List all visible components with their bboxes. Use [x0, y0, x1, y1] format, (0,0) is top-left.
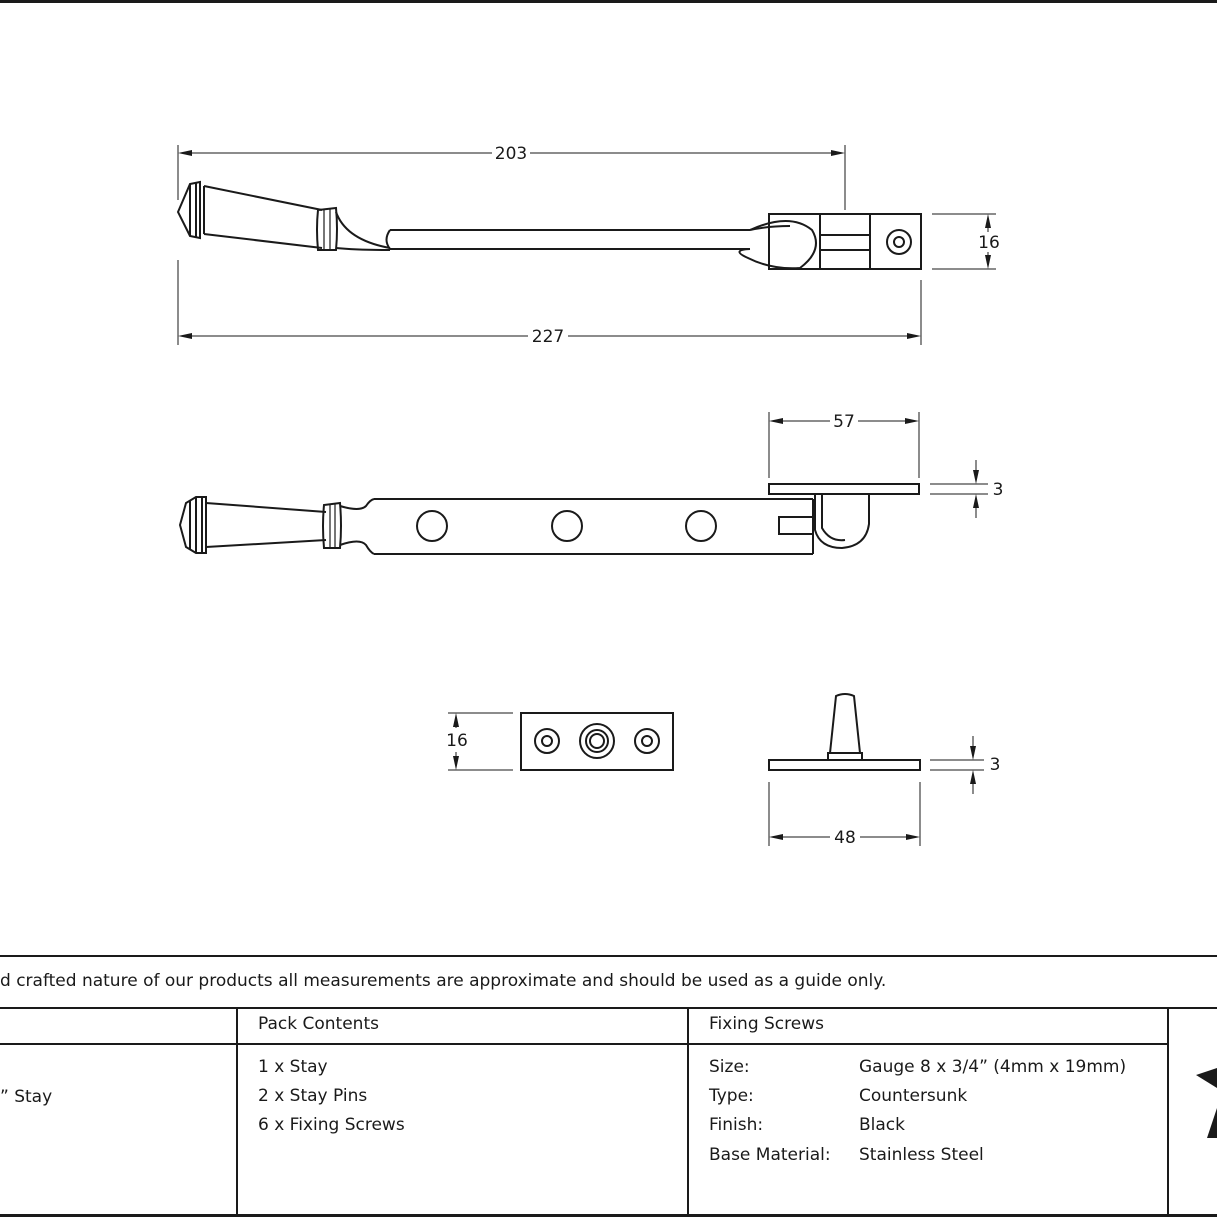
fixing-screws-header: Fixing Screws [709, 1014, 824, 1034]
dim-57-label: 57 [833, 412, 855, 432]
screw-finish-value: Black [859, 1115, 905, 1135]
table-col-divider-2 [687, 1008, 689, 1215]
table-col-divider-1 [236, 1008, 238, 1215]
screw-size-label: Size: [709, 1057, 750, 1077]
screw-material-value: Stainless Steel [859, 1145, 984, 1165]
dim-3-label-side: 3 [993, 480, 1004, 500]
pack-contents-item-2: 2 x Stay Pins [258, 1086, 368, 1106]
table-bottom-rule [0, 1214, 1217, 1217]
dim-16-label: 16 [978, 233, 1000, 253]
pack-contents-item-3: 6 x Fixing Screws [258, 1115, 405, 1135]
col1-product-text: ” Stay [0, 1087, 53, 1107]
pack-contents-header: Pack Contents [258, 1014, 379, 1034]
brand-logo-fragment [1196, 1068, 1217, 1138]
stay-side-view: 57 3 [178, 412, 1004, 555]
screw-size-value: Gauge 8 x 3/4” (4mm x 19mm) [859, 1057, 1127, 1077]
screw-material-label: Base Material: [709, 1145, 831, 1165]
dim-48-label: 48 [834, 828, 856, 848]
screw-finish-label: Finish: [709, 1115, 764, 1135]
dim-227-label: 227 [532, 327, 564, 347]
pin-plate-side-view: 3 48 [768, 693, 1001, 848]
table-header-rule [0, 1043, 1168, 1045]
table-col-divider-3 [1167, 1008, 1169, 1215]
stay-top-view: 203 227 16 [176, 144, 1000, 347]
dim-3-label-pin: 3 [990, 755, 1001, 775]
pack-contents-item-1: 1 x Stay [258, 1057, 328, 1077]
table-top-rule [0, 1007, 1217, 1009]
pin-plate-top-view: 16 [446, 712, 674, 771]
dim-16-label-pin: 16 [446, 731, 468, 751]
disclaimer-text: d crafted nature of our products all mea… [0, 971, 887, 991]
screw-type-value: Countersunk [859, 1086, 968, 1106]
footer-top-rule [0, 955, 1217, 957]
screw-type-label: Type: [709, 1086, 754, 1106]
dim-203-label: 203 [495, 144, 527, 164]
